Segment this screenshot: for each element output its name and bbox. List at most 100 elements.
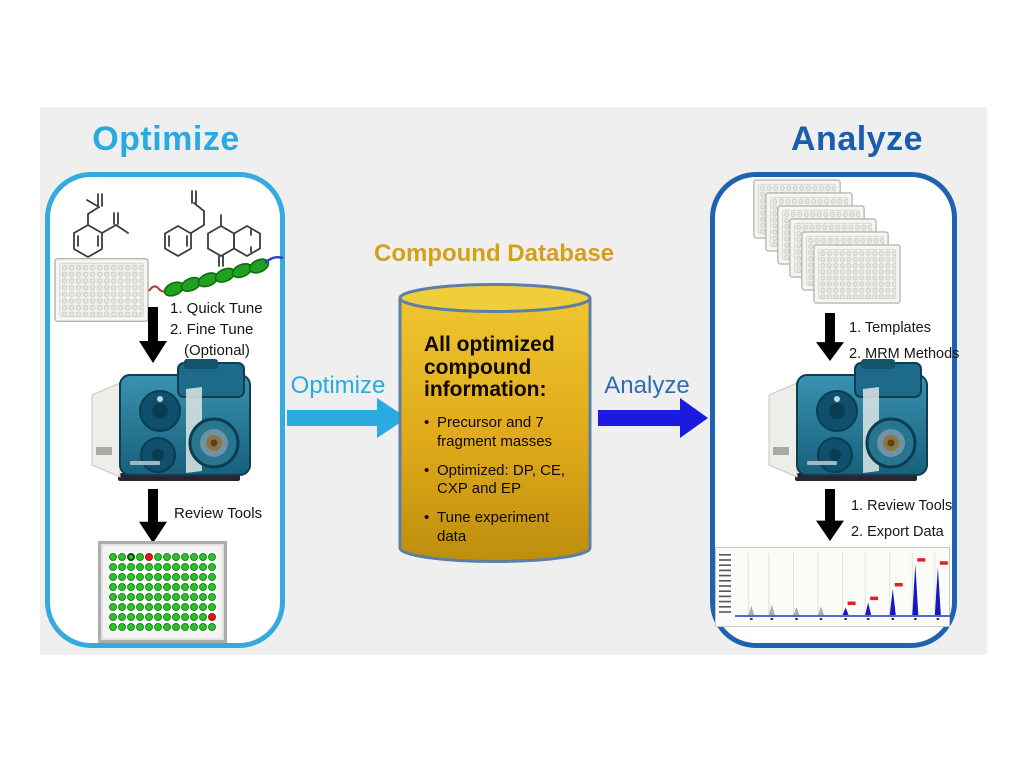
analyze-title: Analyze	[766, 120, 948, 159]
well-dot	[109, 573, 117, 581]
well-dot	[172, 623, 180, 631]
well-dot	[154, 583, 162, 591]
well-dot	[208, 593, 216, 601]
well-dot	[118, 563, 126, 571]
well-dot	[127, 563, 135, 571]
well-dot	[127, 573, 135, 581]
well-dot	[172, 613, 180, 621]
database-title: Compound Database	[370, 240, 618, 268]
database-bullets: Precursor and 7 fragment massesOptimized…	[424, 414, 578, 547]
well-dot	[163, 613, 171, 621]
well-dot	[172, 563, 180, 571]
optimize-flow-label: Optimize	[288, 372, 388, 400]
well-dot	[118, 573, 126, 581]
well-dot	[163, 623, 171, 631]
chrom-xtick	[892, 618, 895, 620]
tune-step-label: 1. Quick Tune	[170, 298, 282, 319]
well-dot	[109, 623, 117, 631]
well-dot	[208, 563, 216, 571]
chrom-peak-label	[917, 558, 925, 562]
well-dot	[136, 583, 144, 591]
well-dot	[163, 583, 171, 591]
output-step-label: 2. Export Data	[851, 519, 952, 545]
well-dot	[118, 583, 126, 591]
well-dot	[145, 593, 153, 601]
microplate-stack-icon	[813, 244, 901, 304]
well-dot	[136, 563, 144, 571]
chrom-peak-label	[940, 561, 948, 565]
chrom-xtick	[914, 618, 917, 620]
down-arrow-icon	[815, 489, 845, 541]
well-dot	[118, 553, 126, 561]
well-dot	[127, 553, 135, 561]
well-dot	[181, 563, 189, 571]
well-dot	[172, 553, 180, 561]
well-dot	[208, 553, 216, 561]
well-dot	[154, 613, 162, 621]
well-dot	[109, 603, 117, 611]
well-dot	[145, 553, 153, 561]
well-dot	[145, 623, 153, 631]
well-dot	[190, 613, 198, 621]
chrom-ytick	[719, 554, 731, 556]
well-dot	[199, 563, 207, 571]
well-dot	[190, 583, 198, 591]
optimize-title: Optimize	[60, 120, 272, 159]
down-arrow-icon	[815, 313, 845, 361]
well-dot	[181, 573, 189, 581]
well-dot	[154, 573, 162, 581]
well-dot	[118, 613, 126, 621]
well-dot	[172, 583, 180, 591]
well-dot	[190, 623, 198, 631]
well-dot	[181, 603, 189, 611]
analyze-box: 1. Templates2. MRM Methods 1. Review Too…	[710, 172, 957, 648]
well-dot	[127, 603, 135, 611]
well-dot	[163, 603, 171, 611]
chrom-ytick	[719, 570, 731, 572]
output-step-label: 1. Review Tools	[851, 493, 952, 519]
well-dot	[181, 583, 189, 591]
results-wellplate	[98, 541, 227, 643]
well-dot	[109, 593, 117, 601]
database-bullet: Precursor and 7 fragment masses	[424, 414, 578, 452]
well-dot	[208, 573, 216, 581]
well-dot	[163, 553, 171, 561]
well-dot	[127, 623, 135, 631]
chrom-xtick	[771, 618, 774, 620]
well-dot	[190, 573, 198, 581]
well-dot	[127, 593, 135, 601]
well-dot	[208, 623, 216, 631]
well-dot	[208, 613, 216, 621]
well-dot	[145, 603, 153, 611]
well-dot	[118, 623, 126, 631]
well-dot	[136, 623, 144, 631]
well-dot	[199, 573, 207, 581]
down-arrow-icon	[138, 307, 168, 363]
mass-spectrometer-icon	[765, 359, 935, 487]
well-dot	[136, 613, 144, 621]
well-dot	[163, 573, 171, 581]
well-dot	[145, 583, 153, 591]
tune-step-label: 2. Fine Tune	[170, 319, 282, 340]
well-dot	[145, 563, 153, 571]
right-arrow-icon	[598, 398, 708, 438]
chrom-xtick	[820, 618, 823, 620]
well-dot	[154, 593, 162, 601]
well-dot	[190, 603, 198, 611]
wellplate-grid	[108, 552, 217, 632]
well-dot	[154, 553, 162, 561]
well-dot	[145, 613, 153, 621]
tune-step-label: (Optional)	[170, 340, 282, 361]
chrom-ytick	[719, 611, 731, 613]
well-dot	[118, 593, 126, 601]
analyze-flow-label: Analyze	[600, 372, 694, 400]
well-dot	[208, 603, 216, 611]
chrom-ytick	[719, 585, 731, 587]
well-dot	[190, 553, 198, 561]
input-step-label: 1. Templates	[849, 315, 959, 341]
chrom-peak-label	[895, 583, 903, 587]
well-dot	[109, 613, 117, 621]
well-dot	[154, 563, 162, 571]
chrom-xtick	[750, 618, 753, 620]
